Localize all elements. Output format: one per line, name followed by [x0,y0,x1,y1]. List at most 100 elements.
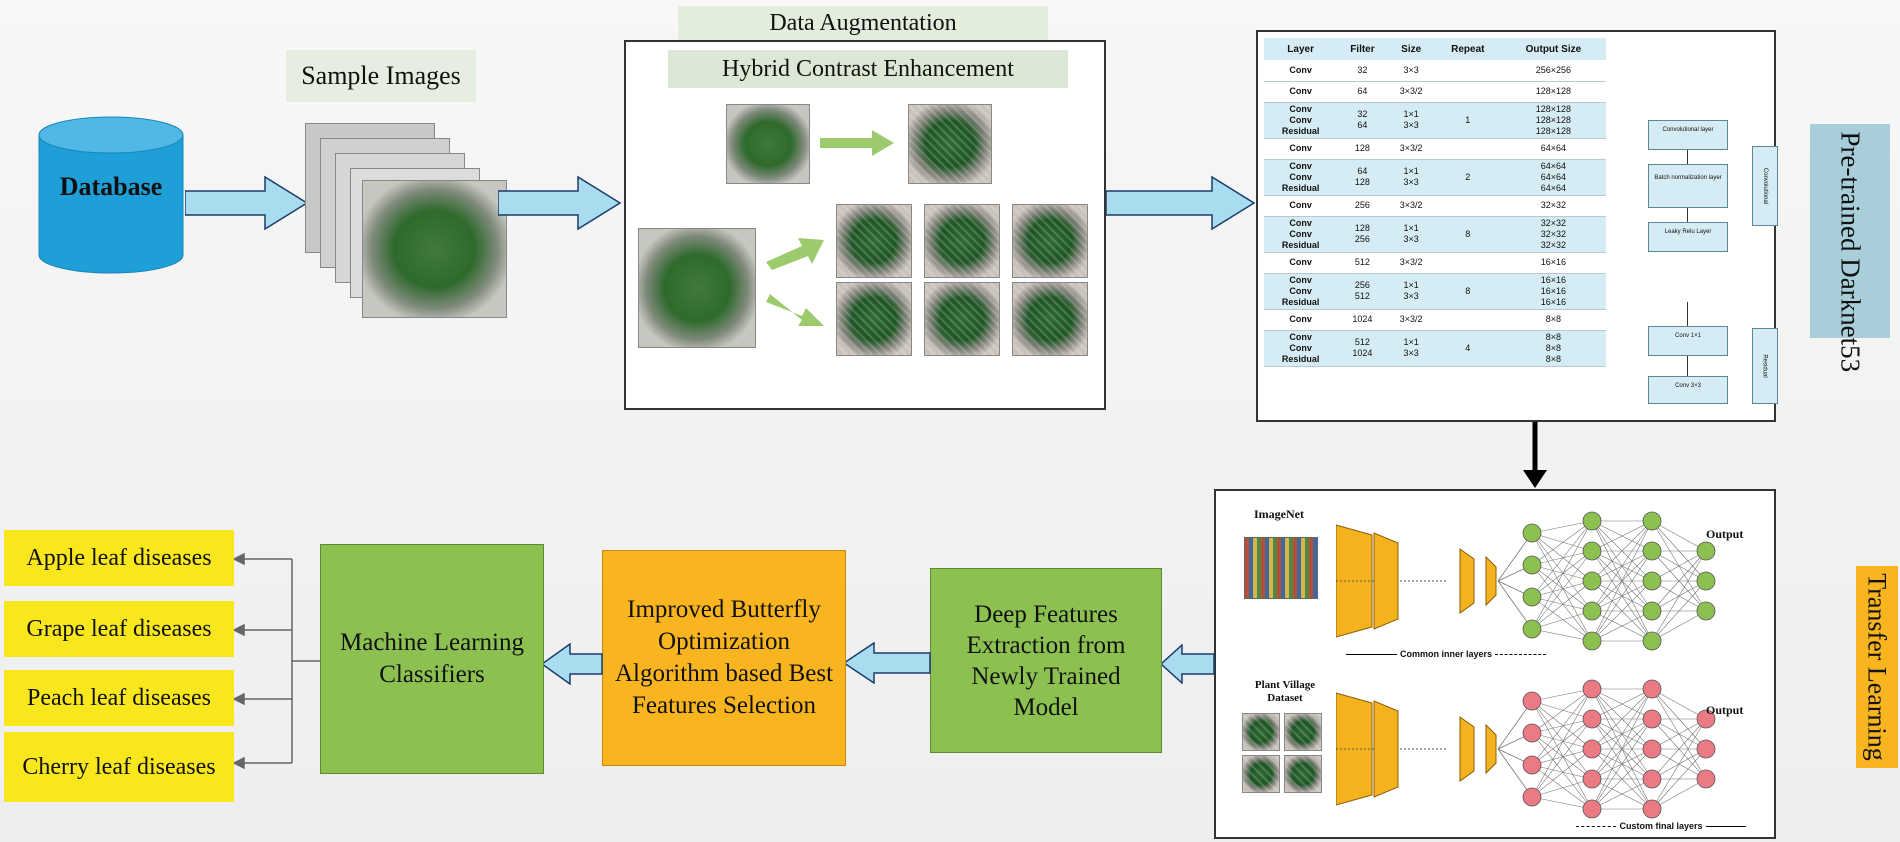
table-cell: 32 [1337,60,1387,81]
table-cell-line: 3×3/2 [1399,86,1423,96]
data-augmentation-label: Data Augmentation [678,6,1048,40]
edge-line [1531,688,1593,734]
edge-line [1651,748,1707,810]
arrow-darknet-to-transfer [1523,422,1547,488]
plant-village-image [1242,755,1280,793]
edge-line [1591,520,1653,612]
table-cell-line: 512 [1354,257,1370,267]
pretrained-darknet-label: Pre-trained Darknet53 [1810,124,1890,372]
edge-line [1591,778,1653,810]
edge-line [1531,550,1593,630]
edge-line [1651,520,1707,552]
table-cell: 3×3/2 [1388,138,1435,159]
output-bracket-connector [232,552,320,770]
neuron-node [1522,619,1542,639]
table-cell: Conv [1264,60,1337,81]
table-cell-line: 3×3 [1403,177,1419,187]
table-cell-line: 3×3 [1403,64,1419,75]
neuron-node [1582,799,1602,819]
conv-1x1-block: Conv 1×1 [1648,326,1728,356]
green-arrow-icon [766,238,824,270]
edge-line [1531,520,1593,598]
edge-line [1591,718,1653,810]
neuron-node [1696,709,1716,729]
neuron-node [1642,799,1662,819]
edge-line [1531,732,1593,810]
table-cell: Conv [1264,309,1337,330]
edge-line [1651,550,1707,612]
edge-line [1531,550,1593,598]
neuron-node [1642,601,1662,621]
conv-layer-shape [1485,555,1497,607]
neuron-node [1696,541,1716,561]
table-cell: 128 [1337,138,1387,159]
arrow-deep-to-butterfly [842,642,931,684]
conv-layer-shape [1485,723,1497,775]
table-cell: 128×128 [1501,81,1606,102]
table-cell-line: 512 [1354,291,1370,301]
edge-line [1531,520,1593,630]
output-cherry: Cherry leaf diseases [4,732,234,802]
neuron-node [1582,739,1602,759]
table-cell: 16×16 [1501,252,1606,273]
imagenet-label: ImageNet [1254,507,1304,521]
edge-line [1497,532,1533,582]
table-cell-line: Conv [1289,285,1312,296]
output-grape: Grape leaf diseases [4,601,234,657]
table-cell-line: 64×64 [1540,182,1567,193]
table-cell-line: 1024 [1352,348,1373,358]
table-cell-line: 3×3 [1403,348,1419,358]
table-cell-line: Conv [1289,114,1312,125]
hybrid-contrast-label: Hybrid Contrast Enhancement [668,50,1068,88]
edge-line [1591,550,1653,642]
table-cell-line: 256 [1354,200,1370,210]
edge-line [1591,520,1653,552]
plant-village-label: Plant Village Dataset [1254,679,1316,704]
edge-line [1651,550,1707,642]
table-cell: 1 [1434,102,1501,138]
table-cell-line: Conv [1289,228,1312,239]
edge-line [1591,610,1653,642]
edge-line [1531,550,1593,566]
sample-images-stack [300,118,510,323]
table-cell-line: 64×64 [1540,143,1567,153]
table-cell: 32×32 [1501,195,1606,216]
table-header-cell: Output Size [1500,38,1606,60]
edge-line [1531,596,1593,612]
table-cell: 2 [1434,159,1501,195]
neuron-node [1642,511,1662,531]
table-cell-line: Conv [1289,160,1312,171]
custom-final-layers-label: Custom final layers [1576,821,1746,831]
table-cell: 256×256 [1501,60,1606,81]
output-peach: Peach leaf diseases [4,670,234,726]
edge-line [1531,580,1593,598]
table-cell-line: 1×1 [1403,280,1419,290]
transfer-learning-label: Transfer Learning [1856,566,1898,768]
table-cell [1435,252,1501,273]
augmented-leaf-image [1012,204,1088,278]
edge-line [1591,688,1653,780]
neuron-node [1642,541,1662,561]
table-cell: 64×64 [1501,138,1606,159]
table-cell-line: 3×3/2 [1399,314,1423,324]
table-cell-line: Conv [1289,331,1312,342]
edge-line [1531,700,1593,810]
edge-line [1531,564,1593,582]
edge-line [1651,718,1707,780]
table-cell-line: 64 [1357,86,1368,96]
table-cell-line: Residual [1281,182,1320,193]
